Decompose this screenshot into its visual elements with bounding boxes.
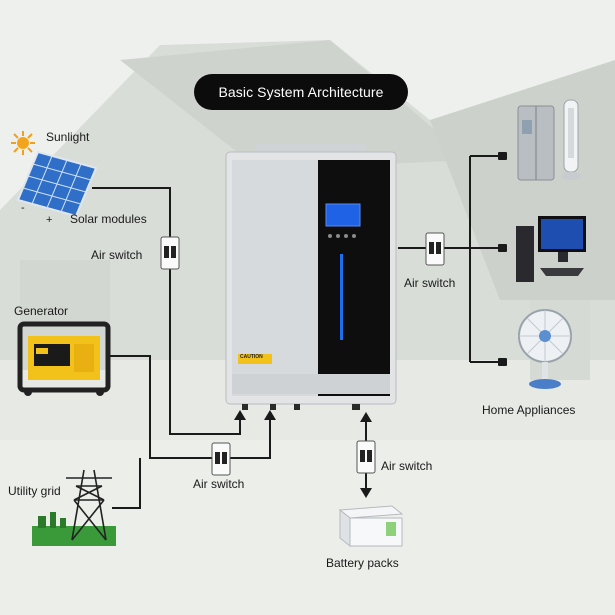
generator-label: Generator [14,304,69,318]
air-switch-output-label: Air switch [404,276,456,290]
battery-packs-label: Battery packs [326,556,399,570]
computer-icon [516,216,586,282]
battery-pack-icon [338,505,404,548]
inverter-caution-label: CAUTION [240,354,263,360]
inverter-icon [225,144,397,410]
home-appliances-label: Home Appliances [482,403,576,417]
air-switch-solar-icon [160,236,180,270]
utility-tower-icon [32,469,116,546]
tower-fan-icon [561,99,581,180]
solar-panel-icon [16,150,98,218]
diagram-title: Basic System Architecture [194,74,408,110]
solar-negative-sign: - [21,202,25,214]
air-switch-output-icon [425,232,445,266]
sunlight-label: Sunlight [46,130,90,144]
refrigerator-icon [517,105,555,181]
desk-fan-icon [518,309,572,389]
sun-icon [11,131,35,155]
air-switch-input-label: Air switch [193,477,245,491]
air-switch-input-icon [211,442,231,476]
air-switch-battery-label: Air switch [381,459,433,473]
solar-modules-label: Solar modules [70,212,147,226]
solar-positive-sign: + [46,214,53,226]
air-switch-battery-icon [356,440,376,474]
utility-grid-label: Utility grid [8,484,61,498]
air-switch-solar-label: Air switch [91,248,143,262]
generator-icon [17,321,111,396]
